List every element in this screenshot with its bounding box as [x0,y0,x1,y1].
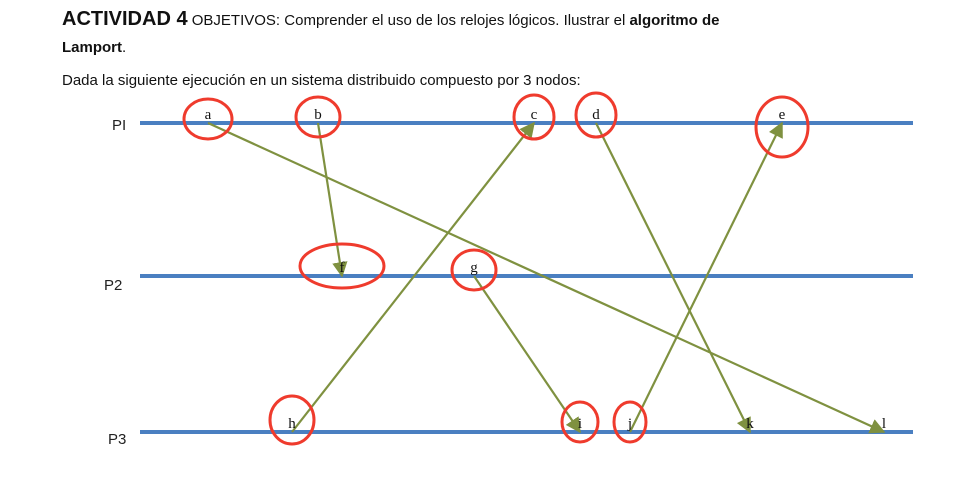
activity-title: ACTIVIDAD 4 OBJETIVOS: Comprender el uso… [62,8,719,31]
annotation-circles [182,91,810,446]
annotation-circle-a [182,97,234,141]
annotation-circle-h [268,394,316,446]
event-label-h: h [288,416,296,432]
event-label-k: k [746,416,754,432]
event-labels: a b c d e f g h i j k l [205,107,886,432]
event-label-d: d [592,107,600,123]
event-label-b: b [314,107,322,123]
event-label-l: l [882,416,886,432]
diagram-subtitle: Dada la siguiente ejecución en un sistem… [62,72,581,89]
activity-label: ACTIVIDAD 4 [62,8,188,30]
message-arrows [207,121,886,434]
process-label-p1: PI [112,117,126,134]
objectives-text: Comprender el uso de los relojes lógicos… [284,12,626,29]
process-label-p2: P2 [104,277,122,294]
objectives-prefix: OBJETIVOS: [191,12,281,29]
event-label-g: g [470,260,478,276]
objectives-line2: Lamport. [62,39,126,56]
message-arrow-h-c [291,121,535,433]
message-arrow-g-i [473,275,581,434]
objectives-line2-text: Lamport [62,39,122,56]
annotation-circle-f [298,242,386,290]
process-label-p3: P3 [108,431,126,448]
event-label-f: f [340,260,345,276]
annotation-circle-b [294,95,342,139]
objectives-bold: algoritmo de [629,12,720,29]
annotation-circle-d [574,91,618,139]
message-arrow-j-e [629,121,783,433]
annotation-circle-j [612,400,648,444]
event-label-e: e [779,107,786,123]
event-label-c: c [531,107,538,123]
event-label-a: a [205,107,212,123]
annotation-circle-c [512,93,556,141]
event-label-i: i [578,416,582,432]
message-arrow-a-l [207,121,886,434]
annotation-circle-g [450,248,498,292]
objectives-line2-suffix: . [122,39,127,56]
annotation-circle-e [754,95,810,159]
event-label-j: j [627,416,632,432]
message-arrow-b-f [316,122,348,278]
annotation-circle-i [560,400,600,444]
message-arrow-d-k [595,122,751,434]
